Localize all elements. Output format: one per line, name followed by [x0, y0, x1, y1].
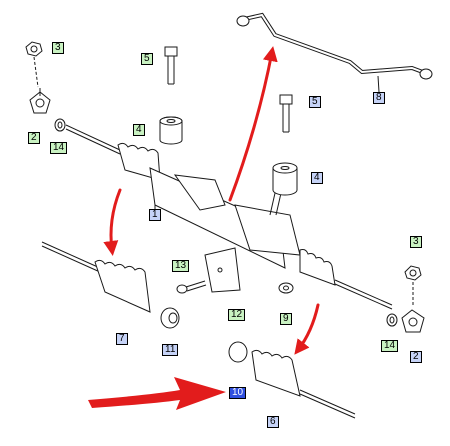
callout-5-right: 5 — [309, 96, 321, 108]
mounting-bush-right — [272, 162, 298, 196]
boot-clamp-left — [160, 307, 180, 329]
red-arrow-left — [103, 188, 122, 256]
callout-8: 8 — [373, 92, 385, 104]
callout-1: 1 — [149, 209, 161, 221]
callout-10: 10 — [229, 387, 247, 399]
hydraulic-pipe — [236, 12, 433, 80]
callout-14-right: 14 — [381, 340, 399, 352]
leader-line — [377, 75, 380, 93]
callout-12: 12 — [228, 309, 246, 321]
inner-tie-rod-right — [228, 341, 356, 419]
tie-rod-end-left — [29, 88, 51, 114]
callout-4-right: 4 — [311, 172, 323, 184]
washer-icon — [278, 282, 294, 294]
leader-line — [33, 56, 39, 88]
red-arrow-right — [294, 303, 320, 355]
callout-3-right: 3 — [410, 236, 422, 248]
bolt-icon-top — [164, 46, 178, 85]
callout-7: 7 — [116, 333, 128, 345]
callout-3-top-left: 3 — [52, 42, 64, 54]
callout-11: 11 — [162, 344, 179, 356]
callout-4-top: 4 — [133, 124, 145, 136]
callout-2-right: 2 — [410, 351, 422, 363]
callout-9: 9 — [280, 313, 292, 325]
bolt-icon-right — [279, 94, 293, 133]
inner-tie-rod-left — [41, 241, 151, 313]
callout-6: 6 — [267, 416, 279, 428]
lock-nut-icon-left — [54, 118, 66, 132]
lock-nut-icon-right — [386, 313, 398, 327]
bolt-icon-bracket — [176, 280, 207, 294]
callout-13: 13 — [172, 260, 190, 272]
callout-14-left: 14 — [50, 142, 68, 154]
mounting-bush-top — [159, 116, 183, 145]
callout-2-left: 2 — [28, 132, 40, 144]
red-arrow-up — [228, 46, 278, 202]
nut-icon-top-left — [25, 41, 43, 57]
nut-icon-right — [404, 265, 422, 281]
mounting-bracket — [204, 247, 241, 293]
callout-5-top: 5 — [141, 53, 153, 65]
big-red-arrow — [88, 377, 226, 410]
tie-rod-end-right — [401, 309, 425, 333]
